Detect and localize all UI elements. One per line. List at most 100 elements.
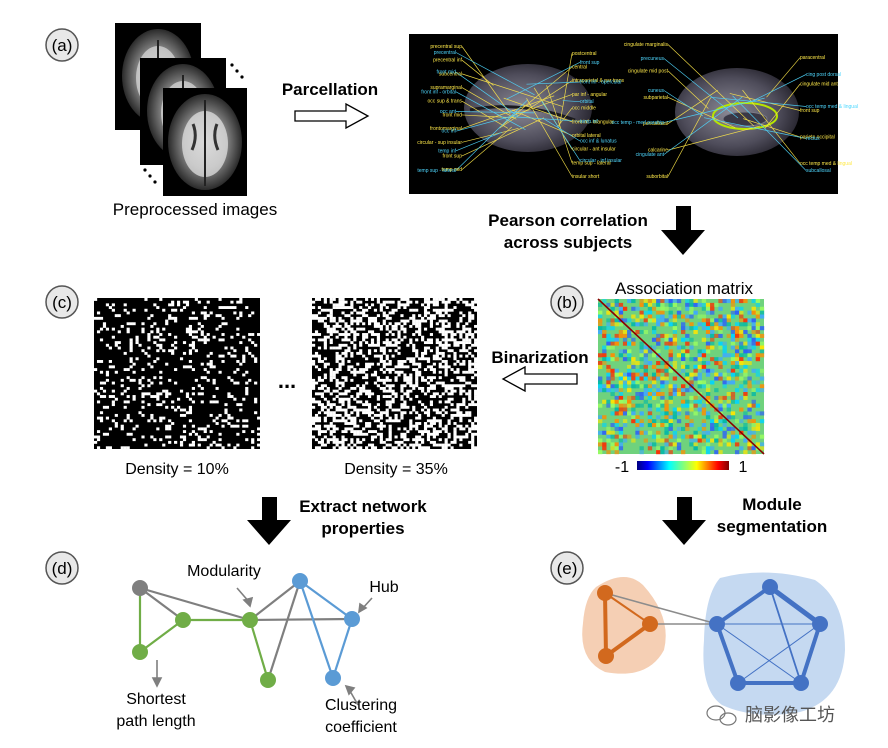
matrix-cell xyxy=(693,364,698,369)
matrix-cell xyxy=(689,380,694,385)
matrix-cell xyxy=(165,392,169,396)
brain-region-label: temp sup - lateral xyxy=(572,160,611,166)
matrix-cell xyxy=(138,381,142,385)
matrix-cell xyxy=(341,403,345,407)
matrix-cell xyxy=(759,442,765,447)
matrix-cell xyxy=(726,322,731,327)
matrix-cell xyxy=(471,438,475,442)
matrix-cell xyxy=(326,386,330,390)
matrix-cell xyxy=(415,319,419,323)
matrix-cell xyxy=(447,298,451,301)
brain-label-leader xyxy=(667,97,711,177)
matrix-cell xyxy=(474,343,478,347)
matrix-cell xyxy=(323,322,327,326)
brain-region-label: par inf - angular xyxy=(572,92,607,98)
node-green xyxy=(132,644,148,660)
matrix-cell xyxy=(403,298,407,301)
matrix-cell xyxy=(338,392,342,396)
matrix-cell xyxy=(676,306,682,311)
matrix-cell xyxy=(138,343,142,347)
matrix-cell xyxy=(394,343,398,347)
matrix-cell xyxy=(332,330,336,334)
matrix-cell xyxy=(329,346,333,350)
matrix-cell xyxy=(338,419,342,423)
matrix-cell xyxy=(627,349,632,354)
matrix-cell xyxy=(188,324,193,328)
matrix-cell xyxy=(356,424,360,428)
matrix-cell xyxy=(672,430,678,435)
matrix-cell xyxy=(415,422,419,425)
matrix-cell xyxy=(734,322,740,327)
matrix-cell xyxy=(444,319,448,323)
matrix-cell xyxy=(418,330,422,334)
matrix-cell xyxy=(689,314,694,319)
matrix-cell xyxy=(614,442,619,447)
matrix-cell xyxy=(743,349,748,354)
matrix-cell xyxy=(622,407,628,412)
matrix-cell xyxy=(610,368,615,373)
matrix-cell xyxy=(415,373,419,377)
matrix-cell xyxy=(317,446,322,450)
matrix-cell xyxy=(191,335,195,339)
matrix-cell xyxy=(150,314,154,318)
brain-region-label: cingulate mid ant xyxy=(800,82,838,88)
matrix-cell xyxy=(114,314,118,318)
matrix-cell xyxy=(317,333,322,336)
matrix-cell xyxy=(209,413,213,417)
matrix-cell xyxy=(693,399,698,404)
matrix-cell xyxy=(631,403,636,408)
matrix-cell xyxy=(714,438,719,443)
matrix-cell xyxy=(697,384,702,389)
matrix-cell xyxy=(681,345,686,350)
matrix-cell xyxy=(718,306,723,311)
brain-region-label: suborbital xyxy=(646,174,668,180)
matrix-cell xyxy=(400,397,404,401)
matrix-cell xyxy=(388,416,392,420)
matrix-cell xyxy=(697,376,702,381)
matrix-cell xyxy=(701,411,707,416)
matrix-cell xyxy=(224,322,228,326)
matrix-cell xyxy=(435,303,439,307)
matrix-cell xyxy=(444,430,448,434)
matrix-cell xyxy=(697,349,702,354)
matrix-cell xyxy=(668,299,673,304)
matrix-cell xyxy=(391,311,395,315)
matrix-cell xyxy=(347,405,351,409)
matrix-cell xyxy=(421,389,425,393)
matrix-cell xyxy=(447,400,451,404)
matrix-cell xyxy=(471,427,475,431)
matrix-cell xyxy=(362,403,366,407)
matrix-cell xyxy=(96,430,101,434)
matrix-cell xyxy=(197,435,201,439)
matrix-cell xyxy=(376,419,380,423)
matrix-cell xyxy=(651,376,657,381)
matrix-cell xyxy=(614,434,619,439)
matrix-cell xyxy=(656,314,661,319)
matrix-cell xyxy=(714,372,719,377)
matrix-cell xyxy=(426,300,431,304)
matrix-cell xyxy=(660,419,665,424)
matrix-cell xyxy=(400,395,404,398)
matrix-cell xyxy=(129,378,133,382)
matrix-cell xyxy=(385,413,389,417)
matrix-cell xyxy=(647,415,653,420)
matrix-cell xyxy=(359,341,363,345)
matrix-cell xyxy=(622,306,628,311)
matrix-cell xyxy=(403,360,407,363)
matrix-cell xyxy=(627,353,632,358)
matrix-cell xyxy=(165,389,169,393)
matrix-cell xyxy=(465,327,469,331)
matrix-cell xyxy=(664,322,669,327)
matrix-cell xyxy=(114,341,118,345)
matrix-cell xyxy=(722,322,727,327)
matrix-cell xyxy=(233,446,237,450)
matrix-cell xyxy=(651,326,657,331)
matrix-cell xyxy=(362,427,366,431)
matrix-cell xyxy=(456,341,460,345)
brain-label-leader xyxy=(512,94,573,117)
matrix-cell xyxy=(447,343,451,347)
brain-label-leader xyxy=(743,118,801,138)
matrix-cell xyxy=(415,378,419,382)
matrix-cell xyxy=(429,395,434,398)
matrix-cell xyxy=(622,357,628,362)
